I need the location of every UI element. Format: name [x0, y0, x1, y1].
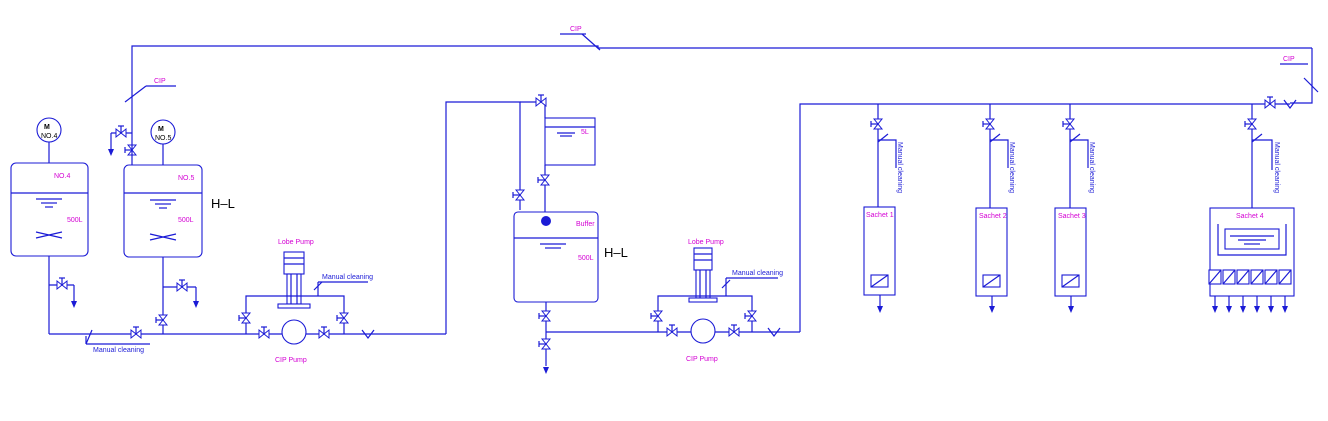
header-check-valve: [1283, 99, 1297, 109]
lobe-pump-1-label: Lobe Pump: [278, 239, 314, 246]
sachet-1: [863, 206, 896, 313]
sachet-1-label: Sachet 1: [866, 212, 894, 219]
tank-no5: [123, 164, 203, 258]
tank-no4-volume: 500L: [67, 217, 83, 224]
sachet-3-branch[interactable]: [1062, 104, 1089, 208]
transfer-line-to-buffer: [445, 101, 521, 334]
filling-header: [799, 103, 1290, 332]
cip-label-left: CIP: [154, 78, 166, 85]
sachet-2-branch[interactable]: [982, 104, 1009, 208]
tank4-outlet[interactable]: [48, 256, 77, 334]
tank-no5-volume: 500L: [178, 217, 194, 224]
lobe-pump-1: [277, 251, 311, 309]
tank-no4: [10, 162, 89, 257]
manual-cleaning-2: Manual cleaning: [732, 270, 783, 277]
lobe-pump-2-label: Lobe Pump: [688, 239, 724, 246]
sachet-2: [975, 207, 1008, 313]
tank5-outlet[interactable]: [155, 257, 199, 334]
cip-label-top: CIP: [570, 26, 582, 33]
lobe-pump-2: [688, 247, 718, 303]
small-tank-piping[interactable]: [512, 94, 550, 220]
hl-label-2: H–L: [604, 245, 628, 260]
buffer-label: Buffer: [576, 221, 595, 228]
sachet-4-heads: [1208, 269, 1292, 313]
cip-label-right: CIP: [1283, 56, 1295, 63]
sachet-2-label: Sachet 2: [979, 213, 1007, 220]
small-tank-5l: [544, 117, 596, 166]
cip-pump-2-label: CIP Pump: [686, 356, 718, 363]
motor-m-label-5: M: [158, 126, 164, 133]
manual-cleaning-bottom: Manual cleaning: [93, 347, 144, 354]
tank-no4-name: NO.4: [54, 173, 70, 180]
bottom-header-1: [49, 326, 246, 345]
manual-cleaning-v2: Manual cleaning: [1008, 142, 1015, 193]
pump-skid-1-piping[interactable]: [238, 281, 446, 345]
buffer-volume: 500L: [578, 255, 594, 262]
manual-cleaning-v1: Manual cleaning: [896, 142, 903, 193]
motor-m-label-4: M: [44, 124, 50, 131]
manual-cleaning-v4: Manual cleaning: [1273, 142, 1280, 193]
motor-no5-label: NO.5: [155, 135, 171, 142]
motor-no4-label: NO.4: [41, 133, 57, 140]
sachet-1-branch[interactable]: [870, 104, 897, 207]
hl-label-1: H–L: [211, 196, 235, 211]
small-tank-label: 5L: [581, 129, 589, 136]
sachet-3: [1054, 207, 1087, 313]
buffer-outlet[interactable]: [538, 302, 658, 374]
buffer-tank: [513, 211, 599, 303]
header-valve[interactable]: [1264, 96, 1276, 109]
manual-cleaning-v3: Manual cleaning: [1088, 142, 1095, 193]
cip-header-line: [124, 33, 1319, 128]
cip-pump-1-label: CIP Pump: [275, 357, 307, 364]
sachet-3-label: Sachet 3: [1058, 213, 1086, 220]
manual-cleaning-1: Manual cleaning: [322, 274, 373, 281]
sachet-4-label: Sachet 4: [1236, 213, 1264, 220]
tank-no5-name: NO.5: [178, 175, 194, 182]
pump-skid-2-piping[interactable]: [650, 277, 800, 344]
